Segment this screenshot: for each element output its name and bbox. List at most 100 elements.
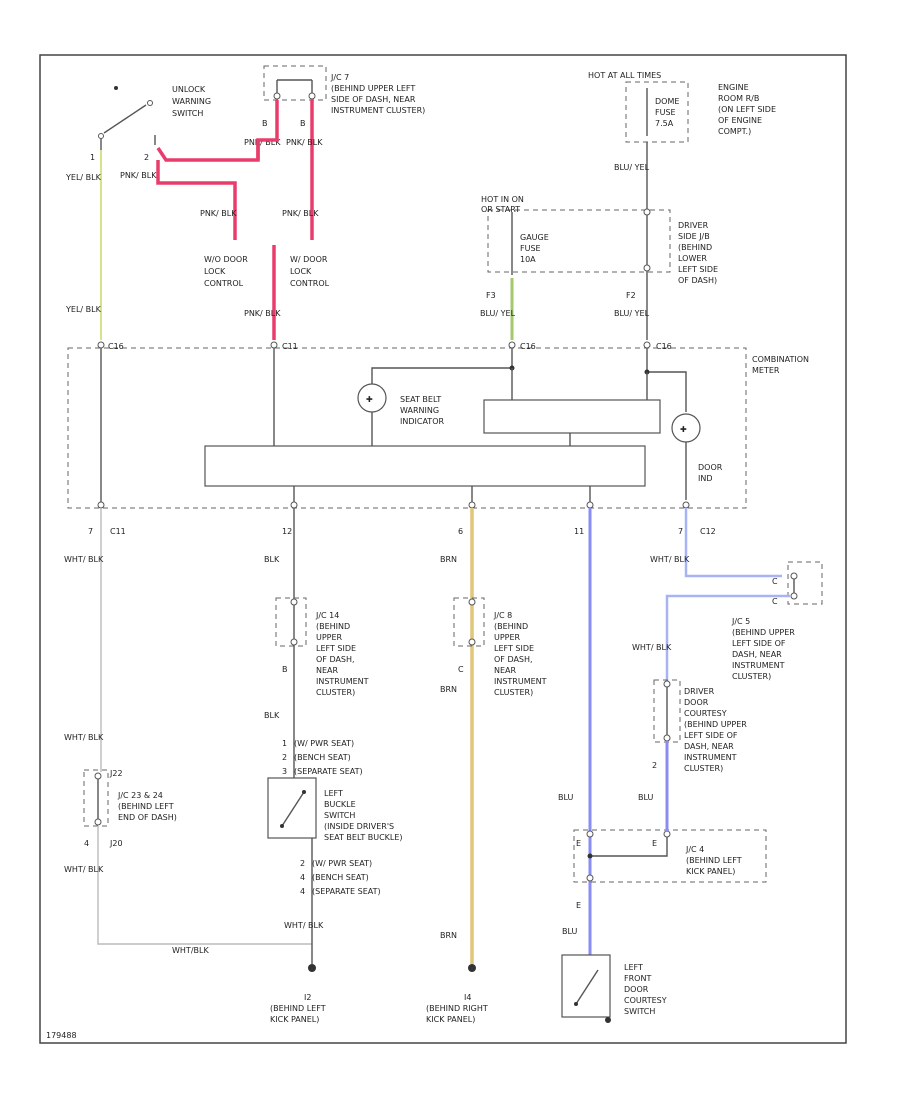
wire-label-wht-blk-7: WHT/ BLK: [632, 643, 672, 652]
left-buckle-switch: [267, 777, 317, 839]
jc4-box: [573, 829, 767, 883]
wire-label-pnk-6: PNK/ BLK: [244, 309, 281, 318]
svg-text:2: 2: [652, 761, 657, 770]
svg-text:7: 7: [88, 527, 93, 536]
svg-text:C16: C16: [656, 342, 672, 351]
wire-label-pnk-5: PNK/ BLK: [282, 209, 319, 218]
svg-text:F3: F3: [486, 291, 496, 300]
wire-label-wht-blk-3: WHT/ BLK: [64, 865, 104, 874]
wire-label-brn-2: BRN: [440, 685, 457, 694]
wire-label-brn-1: BRN: [440, 555, 457, 564]
wire-label-wht-blk-2: WHT/ BLK: [64, 733, 104, 742]
svg-text:C12: C12: [700, 527, 716, 536]
svg-text:E: E: [576, 901, 581, 910]
svg-text:C: C: [458, 665, 464, 674]
wire-label-pnk-4: PNK/ BLK: [286, 138, 323, 147]
wire-label-blu-1: BLU: [558, 793, 574, 802]
wire-pnk-jc7-left: [256, 100, 279, 160]
gauge-module-box: [483, 399, 661, 434]
svg-text:2: 2: [144, 153, 149, 162]
wire-wht-blk-door-ind: [684, 508, 782, 578]
seat-note-3: 3(SEPARATE SEAT): [282, 767, 363, 776]
wire-label-yel-blk-2: YEL/ BLK: [65, 305, 102, 314]
seat-note-1: 1(W/ PWR SEAT): [282, 739, 354, 748]
seat-note-5: 4(BENCH SEAT): [300, 873, 369, 882]
ground-i4-symbol: [468, 964, 476, 972]
svg-text:B: B: [282, 665, 288, 674]
ground-i2-symbol: [308, 964, 316, 972]
wire-pnk-blk-b: [156, 160, 237, 240]
svg-text:C16: C16: [108, 342, 124, 351]
svg-text:6: 6: [458, 527, 463, 536]
jc7-box: [263, 65, 327, 101]
svg-text:4: 4: [84, 839, 89, 848]
svg-text:E: E: [652, 839, 657, 848]
wire-label-blu-yel-1: BLU/ YEL: [614, 163, 650, 172]
wire-label-yel-blk-1: YEL/ BLK: [65, 173, 102, 182]
wire-label-blu-yel-2: BLU/ YEL: [480, 309, 516, 318]
wire-label-wht-blk-5: WHT/ BLK: [284, 921, 324, 930]
svg-text:B: B: [262, 119, 268, 128]
svg-text:F2: F2: [626, 291, 636, 300]
svg-text:C: C: [772, 577, 778, 586]
svg-text:B: B: [300, 119, 306, 128]
left-front-door-courtesy-switch: [561, 954, 611, 1018]
svg-text:E: E: [576, 839, 581, 848]
svg-text:J20: J20: [109, 839, 123, 848]
svg-text:C11: C11: [110, 527, 126, 536]
wire-label-blk-1: BLK: [264, 555, 280, 564]
driver-side-jb-box: [487, 209, 671, 273]
wire-label-wht-blk-6: WHT/ BLK: [650, 555, 690, 564]
seat-note-4: 2(W/ PWR SEAT): [300, 859, 372, 868]
svg-text:C16: C16: [520, 342, 536, 351]
wire-label-brn-3: BRN: [440, 931, 457, 940]
jc5-box: [787, 561, 823, 605]
wire-label-blu-2: BLU: [562, 927, 578, 936]
svg-text:12: 12: [282, 527, 292, 536]
wire-label-pnk-1: PNK/ BLK: [120, 171, 157, 180]
wire-label-blu-3: BLU: [638, 793, 654, 802]
svg-text:7: 7: [678, 527, 683, 536]
wire-label-pnk-3: PNK/ BLK: [244, 138, 281, 147]
seat-note-6: 4(SEPARATE SEAT): [300, 887, 381, 896]
wire-pnk-blk-a: [156, 140, 260, 162]
svg-text:C11: C11: [282, 342, 298, 351]
svg-text:✚: ✚: [680, 425, 687, 434]
combination-meter-box: [67, 347, 747, 509]
label-hot-all-times: HOT AT ALL TIMES: [588, 71, 661, 80]
unlock-warning-switch: [98, 86, 156, 150]
wire-label-blu-yel-3: BLU/ YEL: [614, 309, 650, 318]
svg-text:C: C: [772, 597, 778, 606]
jc23-24-box: [83, 769, 109, 827]
wire-label-blk-2: BLK: [264, 711, 280, 720]
svg-text:✚: ✚: [366, 395, 373, 404]
svg-text:11: 11: [574, 527, 584, 536]
wire-label-wht-blk-1: WHT/ BLK: [64, 555, 104, 564]
jc8-box: [453, 597, 485, 647]
diagram-border: [39, 54, 847, 1044]
frame-id: 179488: [46, 1031, 77, 1040]
jc14-box: [275, 597, 307, 647]
wire-wht-blk-bottom: [97, 826, 312, 945]
